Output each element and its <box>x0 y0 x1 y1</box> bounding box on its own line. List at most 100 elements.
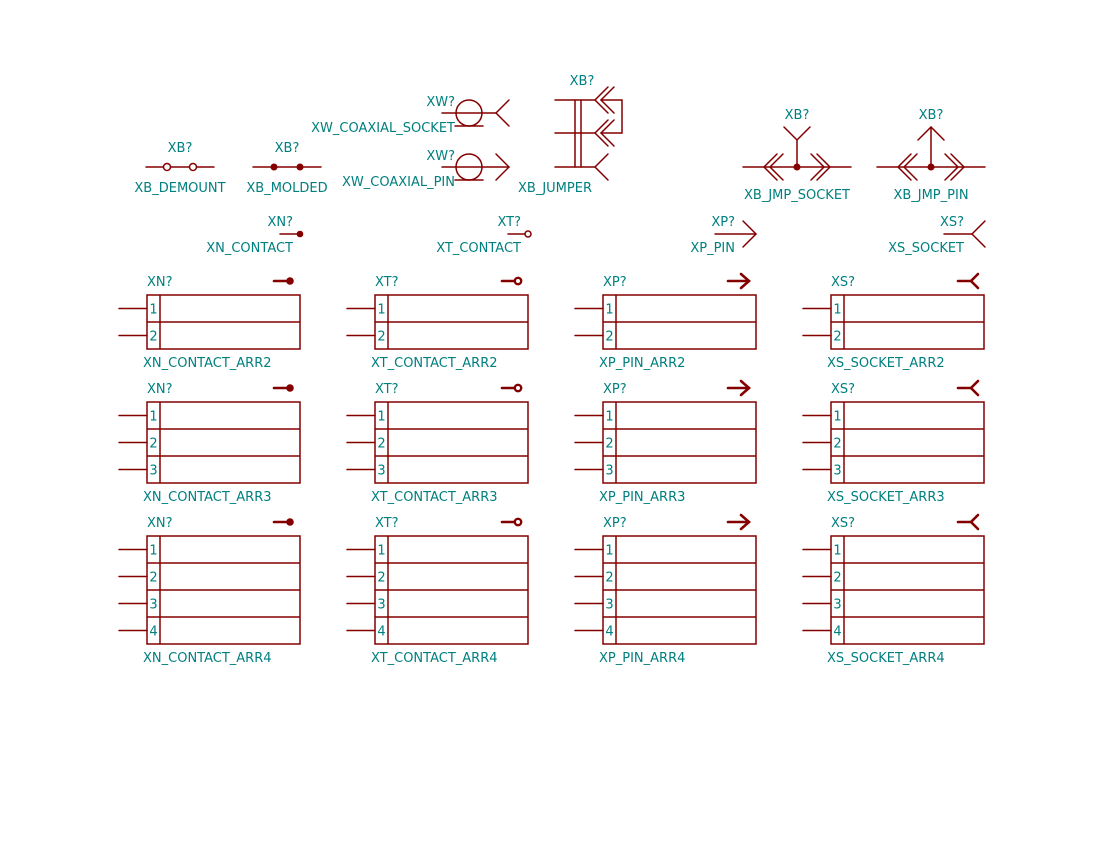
ref-label: XB? <box>275 141 300 156</box>
pin-number: 2 <box>833 330 841 345</box>
pin-number: 4 <box>833 625 841 640</box>
ref-label: XT? <box>497 215 521 230</box>
pin-number: 2 <box>605 437 613 452</box>
name-label: XP_PIN_ARR2 <box>599 356 685 371</box>
name-label: XP_PIN_ARR4 <box>599 651 685 666</box>
name-label: XS_SOCKET <box>888 241 964 256</box>
pin-number: 4 <box>149 625 157 640</box>
pin-icon <box>726 513 751 531</box>
name-label: XS_SOCKET_ARR2 <box>827 356 945 371</box>
socket-icon <box>956 513 980 531</box>
pin-number: 1 <box>605 410 613 425</box>
socket-icon <box>950 153 966 181</box>
hollow-contact-icon <box>524 230 532 238</box>
pin-number: 2 <box>605 571 613 586</box>
ref-label: XT? <box>375 516 399 531</box>
ref-label: XS? <box>940 215 964 230</box>
contact-icon <box>272 384 294 392</box>
socket-icon <box>896 153 912 181</box>
symbol-xb-jumper[interactable]: XB? XB_JUMPER <box>518 74 623 196</box>
symbol-xb-demount[interactable]: XB? XB_DEMOUNT <box>134 141 225 196</box>
pin-number: 1 <box>377 544 385 559</box>
pin-number: 4 <box>377 625 385 640</box>
socket-icon <box>956 272 980 290</box>
ref-label: XB? <box>570 74 595 89</box>
pin-number: 1 <box>149 410 157 425</box>
symbol-xs-socket[interactable]: XS? XS_SOCKET <box>888 215 986 256</box>
name-label: XT_CONTACT <box>436 241 521 256</box>
socket-icon <box>762 153 778 181</box>
contact-icon <box>272 518 294 526</box>
socket-icon <box>956 379 980 397</box>
junction-icon <box>793 163 801 171</box>
pin-number: 2 <box>377 437 385 452</box>
pin-number: 1 <box>149 544 157 559</box>
hollow-contact-icon <box>162 162 172 172</box>
symbol-xw-coaxial-pin[interactable]: XW? XW_COAXIAL_PIN <box>342 149 511 190</box>
array-box <box>146 401 301 484</box>
hollow-contact-icon <box>188 162 198 172</box>
tcontact-icon <box>500 517 523 527</box>
junction-icon <box>927 163 935 171</box>
pin-number: 1 <box>833 544 841 559</box>
symbol-xb-jmp-socket[interactable]: XB? XB_JMP_SOCKET <box>742 108 852 203</box>
name-label: XT_CONTACT_ARR3 <box>371 490 498 505</box>
ref-label: XT? <box>375 382 399 397</box>
pin-number: 2 <box>377 571 385 586</box>
pin-number: 3 <box>833 464 841 479</box>
pin-number: 2 <box>605 330 613 345</box>
name-label: XP_PIN_ARR3 <box>599 490 685 505</box>
solid-contact-icon <box>296 163 304 171</box>
pin-arrow-icon <box>495 153 511 181</box>
pin-icon <box>726 272 751 290</box>
name-label: XB_JMP_SOCKET <box>744 188 850 203</box>
socket-icon <box>810 153 826 181</box>
pin-number: 1 <box>833 410 841 425</box>
solid-contact-icon <box>296 230 304 238</box>
symbol-xb-molded[interactable]: XB? XB_MOLDED <box>246 141 327 196</box>
pin-number: 2 <box>149 437 157 452</box>
pin-number: 2 <box>833 437 841 452</box>
ref-label: XB? <box>919 108 944 123</box>
name-label: XP_PIN <box>690 241 735 256</box>
symbol-xt-contact[interactable]: XT? XT_CONTACT <box>436 215 532 256</box>
name-label: XS_SOCKET_ARR4 <box>827 651 945 666</box>
name-label: XB_DEMOUNT <box>134 181 225 196</box>
ref-label: XN? <box>147 275 173 290</box>
symbol-xn-contact[interactable]: XN? XN_CONTACT <box>206 215 304 256</box>
ref-label: XP? <box>603 275 627 290</box>
socket-icon <box>783 126 811 142</box>
symbol-xp-pin[interactable]: XP? XP_PIN <box>690 215 758 256</box>
name-label: XN_CONTACT_ARR2 <box>143 356 272 371</box>
pin-number: 3 <box>833 598 841 613</box>
socket-icon <box>902 153 918 181</box>
solid-contact-icon <box>270 163 278 171</box>
connector-arrays: XN?12XN_CONTACT_ARR2XT?12XT_CONTACT_ARR2… <box>118 272 985 666</box>
pin-number: 3 <box>605 598 613 613</box>
ref-label: XS? <box>831 275 855 290</box>
pin-number: 3 <box>377 464 385 479</box>
socket-icon <box>970 220 986 248</box>
ref-label: XW? <box>426 149 455 164</box>
pin-number: 3 <box>149 598 157 613</box>
contact-icon <box>272 277 294 285</box>
socket-icon <box>593 86 609 114</box>
symbol-xw-coaxial-socket[interactable]: XW? XW_COAXIAL_SOCKET <box>311 95 510 136</box>
ref-label: XB? <box>785 108 810 123</box>
array-box <box>830 401 985 484</box>
symbol-xb-jmp-pin[interactable]: XB? XB_JMP_PIN <box>876 108 986 203</box>
ref-label: XP? <box>603 516 627 531</box>
